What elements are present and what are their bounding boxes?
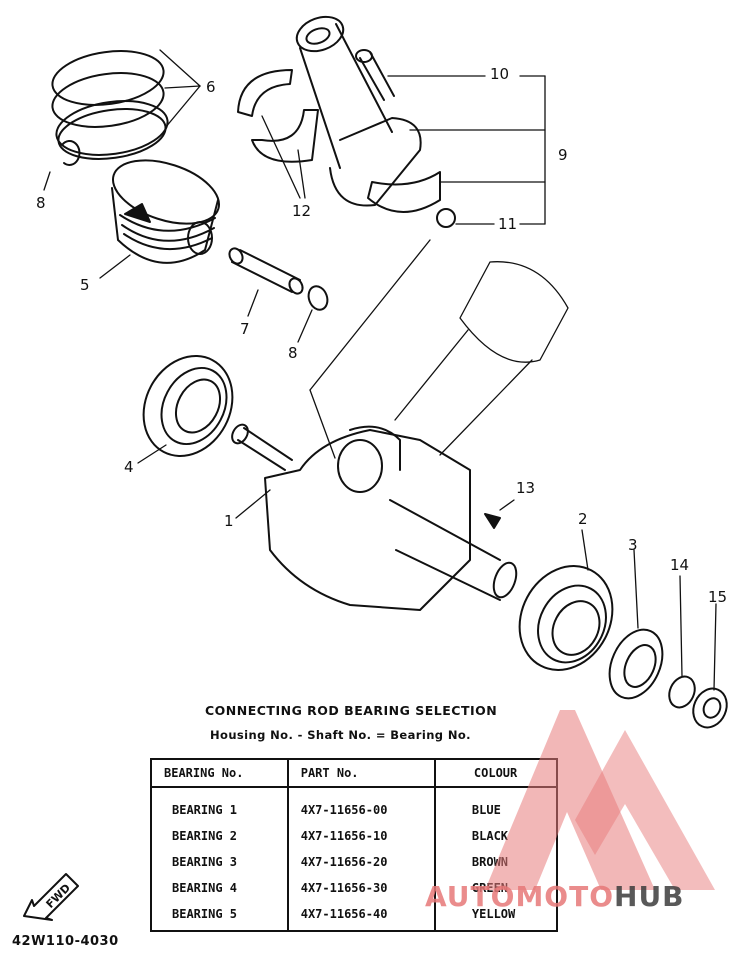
colour-cell: YELLOW	[433, 901, 557, 931]
woodruff-key	[484, 513, 501, 529]
callout-12: 12	[292, 202, 312, 220]
watermark-part2: HUB	[614, 880, 685, 913]
primary-drive-gear	[608, 628, 664, 700]
circlip-upper	[61, 140, 81, 166]
table-row: BEARING 5 4X7-11656-40 YELLOW	[151, 901, 557, 931]
callout-2: 2	[578, 510, 588, 528]
callout-8-upper: 8	[36, 194, 46, 212]
washer	[668, 675, 696, 709]
callout-15: 15	[708, 588, 728, 606]
left-main-bearing	[142, 355, 234, 457]
bearing-selection-formula: Housing No. - Shaft No. = Bearing No.	[210, 728, 471, 742]
fwd-arrow-icon: FWD	[23, 873, 79, 921]
part-cell: 4X7-11656-10	[286, 823, 435, 849]
right-main-bearing	[518, 565, 614, 671]
bearing-selection-title: CONNECTING ROD BEARING SELECTION	[205, 703, 498, 718]
watermark-part1: AUTOMOTO	[425, 880, 615, 913]
callout-1: 1	[224, 512, 234, 530]
callout-9: 9	[558, 146, 568, 164]
rod-bolt	[355, 49, 395, 101]
connecting-rod	[295, 15, 441, 213]
callout-13: 13	[516, 479, 536, 497]
part-cell: 4X7-11656-20	[286, 849, 435, 875]
piston	[111, 159, 221, 264]
crankshaft-nut	[692, 687, 728, 729]
bracket-9	[409, 75, 546, 225]
callout-8-lower: 8	[288, 344, 298, 362]
header-bearing-no: BEARING No.	[151, 759, 288, 788]
callout-6: 6	[206, 78, 216, 96]
crankshaft	[231, 423, 518, 611]
big-end-bearing-shells	[237, 69, 319, 163]
callout-3: 3	[628, 536, 638, 554]
piston-rings	[51, 50, 169, 160]
callout-7: 7	[240, 320, 250, 338]
piston-pin	[228, 247, 304, 295]
bearing-cell: BEARING 2	[172, 829, 238, 843]
part-cell: 4X7-11656-30	[286, 875, 435, 901]
callout-11: 11	[498, 215, 518, 233]
crankpin-rod-ghost	[394, 261, 569, 456]
callout-14: 14	[670, 556, 690, 574]
bearing-cell: BEARING 4	[172, 881, 238, 895]
watermark-text: AUTOMOTOHUB	[425, 880, 685, 913]
callout-4: 4	[124, 458, 134, 476]
part-cell: 4X7-11656-00	[286, 787, 435, 823]
leader-6	[159, 49, 201, 129]
part-cell: 4X7-11656-40	[286, 901, 435, 931]
bearing-cell: BEARING 3	[172, 855, 238, 869]
bearing-cell: BEARING 5	[172, 907, 238, 921]
circlip-lower	[307, 285, 329, 311]
header-part-no: PART No.	[286, 759, 435, 788]
callout-10: 10	[490, 65, 510, 83]
automotohub-logo-icon	[485, 710, 715, 890]
table-header-row: BEARING No. PART No. COLOUR	[151, 759, 557, 788]
bearing-cell: BEARING 1	[172, 803, 238, 817]
rod-nut	[436, 208, 456, 228]
table-row: BEARING 2 4X7-11656-10 BLACK	[151, 823, 557, 849]
callout-5: 5	[80, 276, 90, 294]
diagram-code: 42W110-4030	[12, 934, 119, 949]
